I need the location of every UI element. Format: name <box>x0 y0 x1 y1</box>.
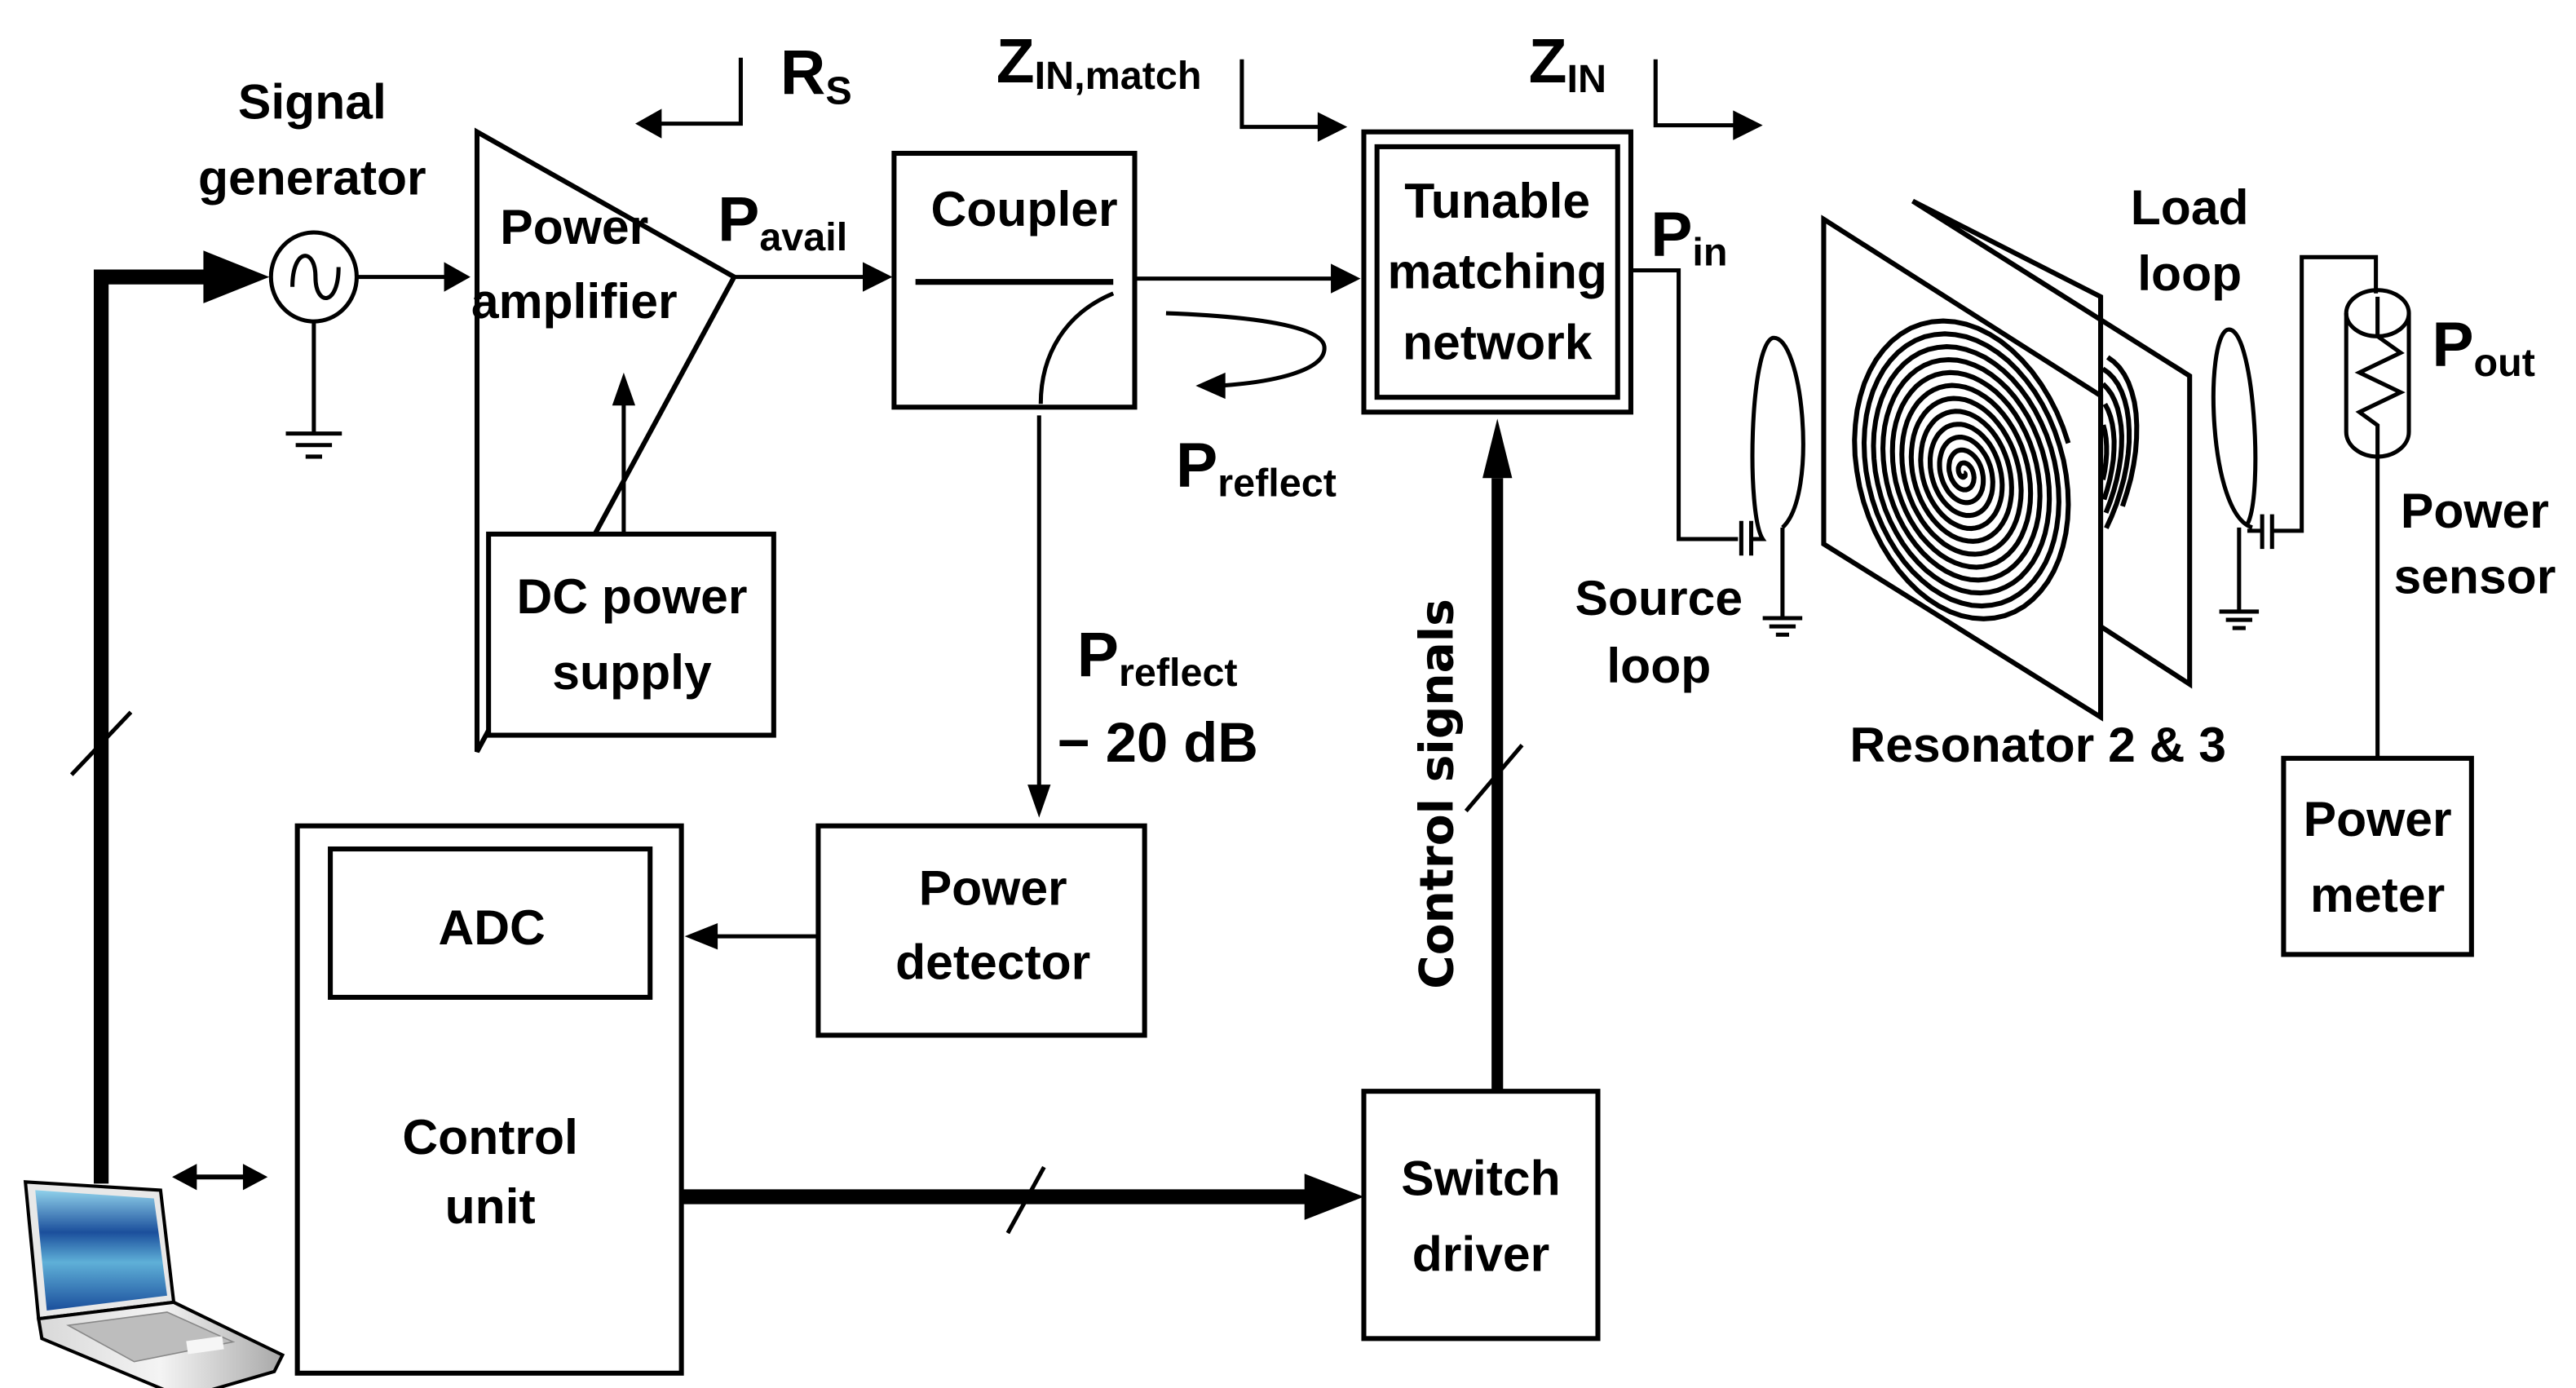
power-detector[interactable]: Power detector <box>815 823 1147 1038</box>
coupler-label: Coupler <box>931 181 1118 236</box>
bus-slash-icon <box>1005 1165 1046 1235</box>
matching-network-label-2: matching <box>1387 244 1606 299</box>
zin-match-reference-arrow: ZIN,match <box>996 26 1348 142</box>
power-amplifier-label-1: Power <box>500 199 648 254</box>
power-detector-label-1: Power <box>919 860 1067 916</box>
power-detector-label-2: detector <box>895 935 1090 990</box>
load-loop-label-2: loop <box>2137 245 2242 301</box>
switch-driver-label-1: Switch <box>1401 1150 1560 1205</box>
source-loop-label-1: Source <box>1575 570 1743 625</box>
ground-icon <box>2219 609 2260 630</box>
zin-match-label: ZIN,match <box>996 26 1202 98</box>
ground-icon <box>285 431 342 459</box>
control-unit-label-2: unit <box>445 1178 536 1234</box>
zin-label: ZIN <box>1529 26 1606 101</box>
bus-slash-icon <box>1464 744 1524 813</box>
power-meter-label-1: Power <box>2304 791 2452 847</box>
spiral-coil-trace <box>2100 355 2140 529</box>
spiral-resonator-icon <box>2100 355 2140 529</box>
spiral-resonator-icon <box>1852 318 2071 621</box>
switch-driver[interactable]: Switch driver <box>1361 1089 1601 1342</box>
tunable-matching-network[interactable]: Tunable matching network <box>1361 129 1633 415</box>
ground-icon <box>1762 616 1803 637</box>
preflect-attenuation-label: − 20 dB <box>1058 711 1258 774</box>
power-sensor-label-1: Power <box>2401 483 2549 538</box>
source-loop: Source loop <box>1575 335 1805 693</box>
dc-power-supply[interactable]: DC power supply <box>486 531 776 738</box>
signal-generator-label-2: generator <box>198 150 426 206</box>
control-unit-label-1: Control <box>402 1109 578 1165</box>
laptop-bus <box>69 250 270 1184</box>
preflect-label: Preflect <box>1176 430 1337 505</box>
coupler[interactable]: Coupler <box>891 150 1138 410</box>
ac-source-icon <box>268 230 359 324</box>
capacitor-icon <box>2260 514 2274 550</box>
preflect-coupled-label: Preflect <box>1077 620 1238 695</box>
zin-reference-arrow: ZIN <box>1529 26 1763 140</box>
power-meter-label-2: meter <box>2310 867 2445 922</box>
pavail-label: Pavail <box>718 184 847 259</box>
signal-generator-label-1: Signal <box>238 74 387 130</box>
control-signals-label: Control signals <box>1411 599 1465 989</box>
spiral-coil-trace <box>1852 318 2071 621</box>
switch-driver-label-2: driver <box>1412 1226 1550 1281</box>
signal-generator: Signal generator <box>198 74 471 459</box>
resonators-label: Resonator 2 & 3 <box>1849 717 2226 772</box>
load-loop: Load loop <box>2131 179 2379 630</box>
rs-label: RS <box>780 38 852 113</box>
pin-label: Pin <box>1650 199 1727 274</box>
bus-slash-icon <box>69 710 133 776</box>
control-unit[interactable]: ADC Control unit <box>294 823 684 1376</box>
thermistor-sensor-icon <box>2344 288 2411 758</box>
pout-label: Pout <box>2432 310 2535 385</box>
dc-power-supply-label-2: supply <box>552 644 712 700</box>
power-meter[interactable]: Power meter <box>2281 755 2474 957</box>
matching-network-label-1: Tunable <box>1404 173 1590 228</box>
laptop-icon[interactable] <box>23 1180 285 1388</box>
power-sensor[interactable]: Pout Power sensor <box>2344 288 2556 758</box>
power-sensor-label-2: sensor <box>2393 549 2556 604</box>
dc-power-supply-label-1: DC power <box>517 568 748 624</box>
load-loop-label-1: Load <box>2131 179 2249 235</box>
capacitor-icon <box>1739 520 1754 556</box>
directional-coupler-icon <box>915 279 1115 404</box>
source-loop-label-2: loop <box>1606 638 1711 693</box>
power-amplifier-label-2: amplifier <box>471 273 678 329</box>
matching-network-label-3: network <box>1403 315 1593 370</box>
resonator-2-and-3: Resonator 2 & 3 <box>1821 198 2226 772</box>
rs-reference-arrow: RS <box>635 38 852 139</box>
bidirectional-arrow-icon <box>172 1164 268 1191</box>
reflection-arrow <box>1165 311 1327 400</box>
adc-label: ADC <box>438 900 545 955</box>
